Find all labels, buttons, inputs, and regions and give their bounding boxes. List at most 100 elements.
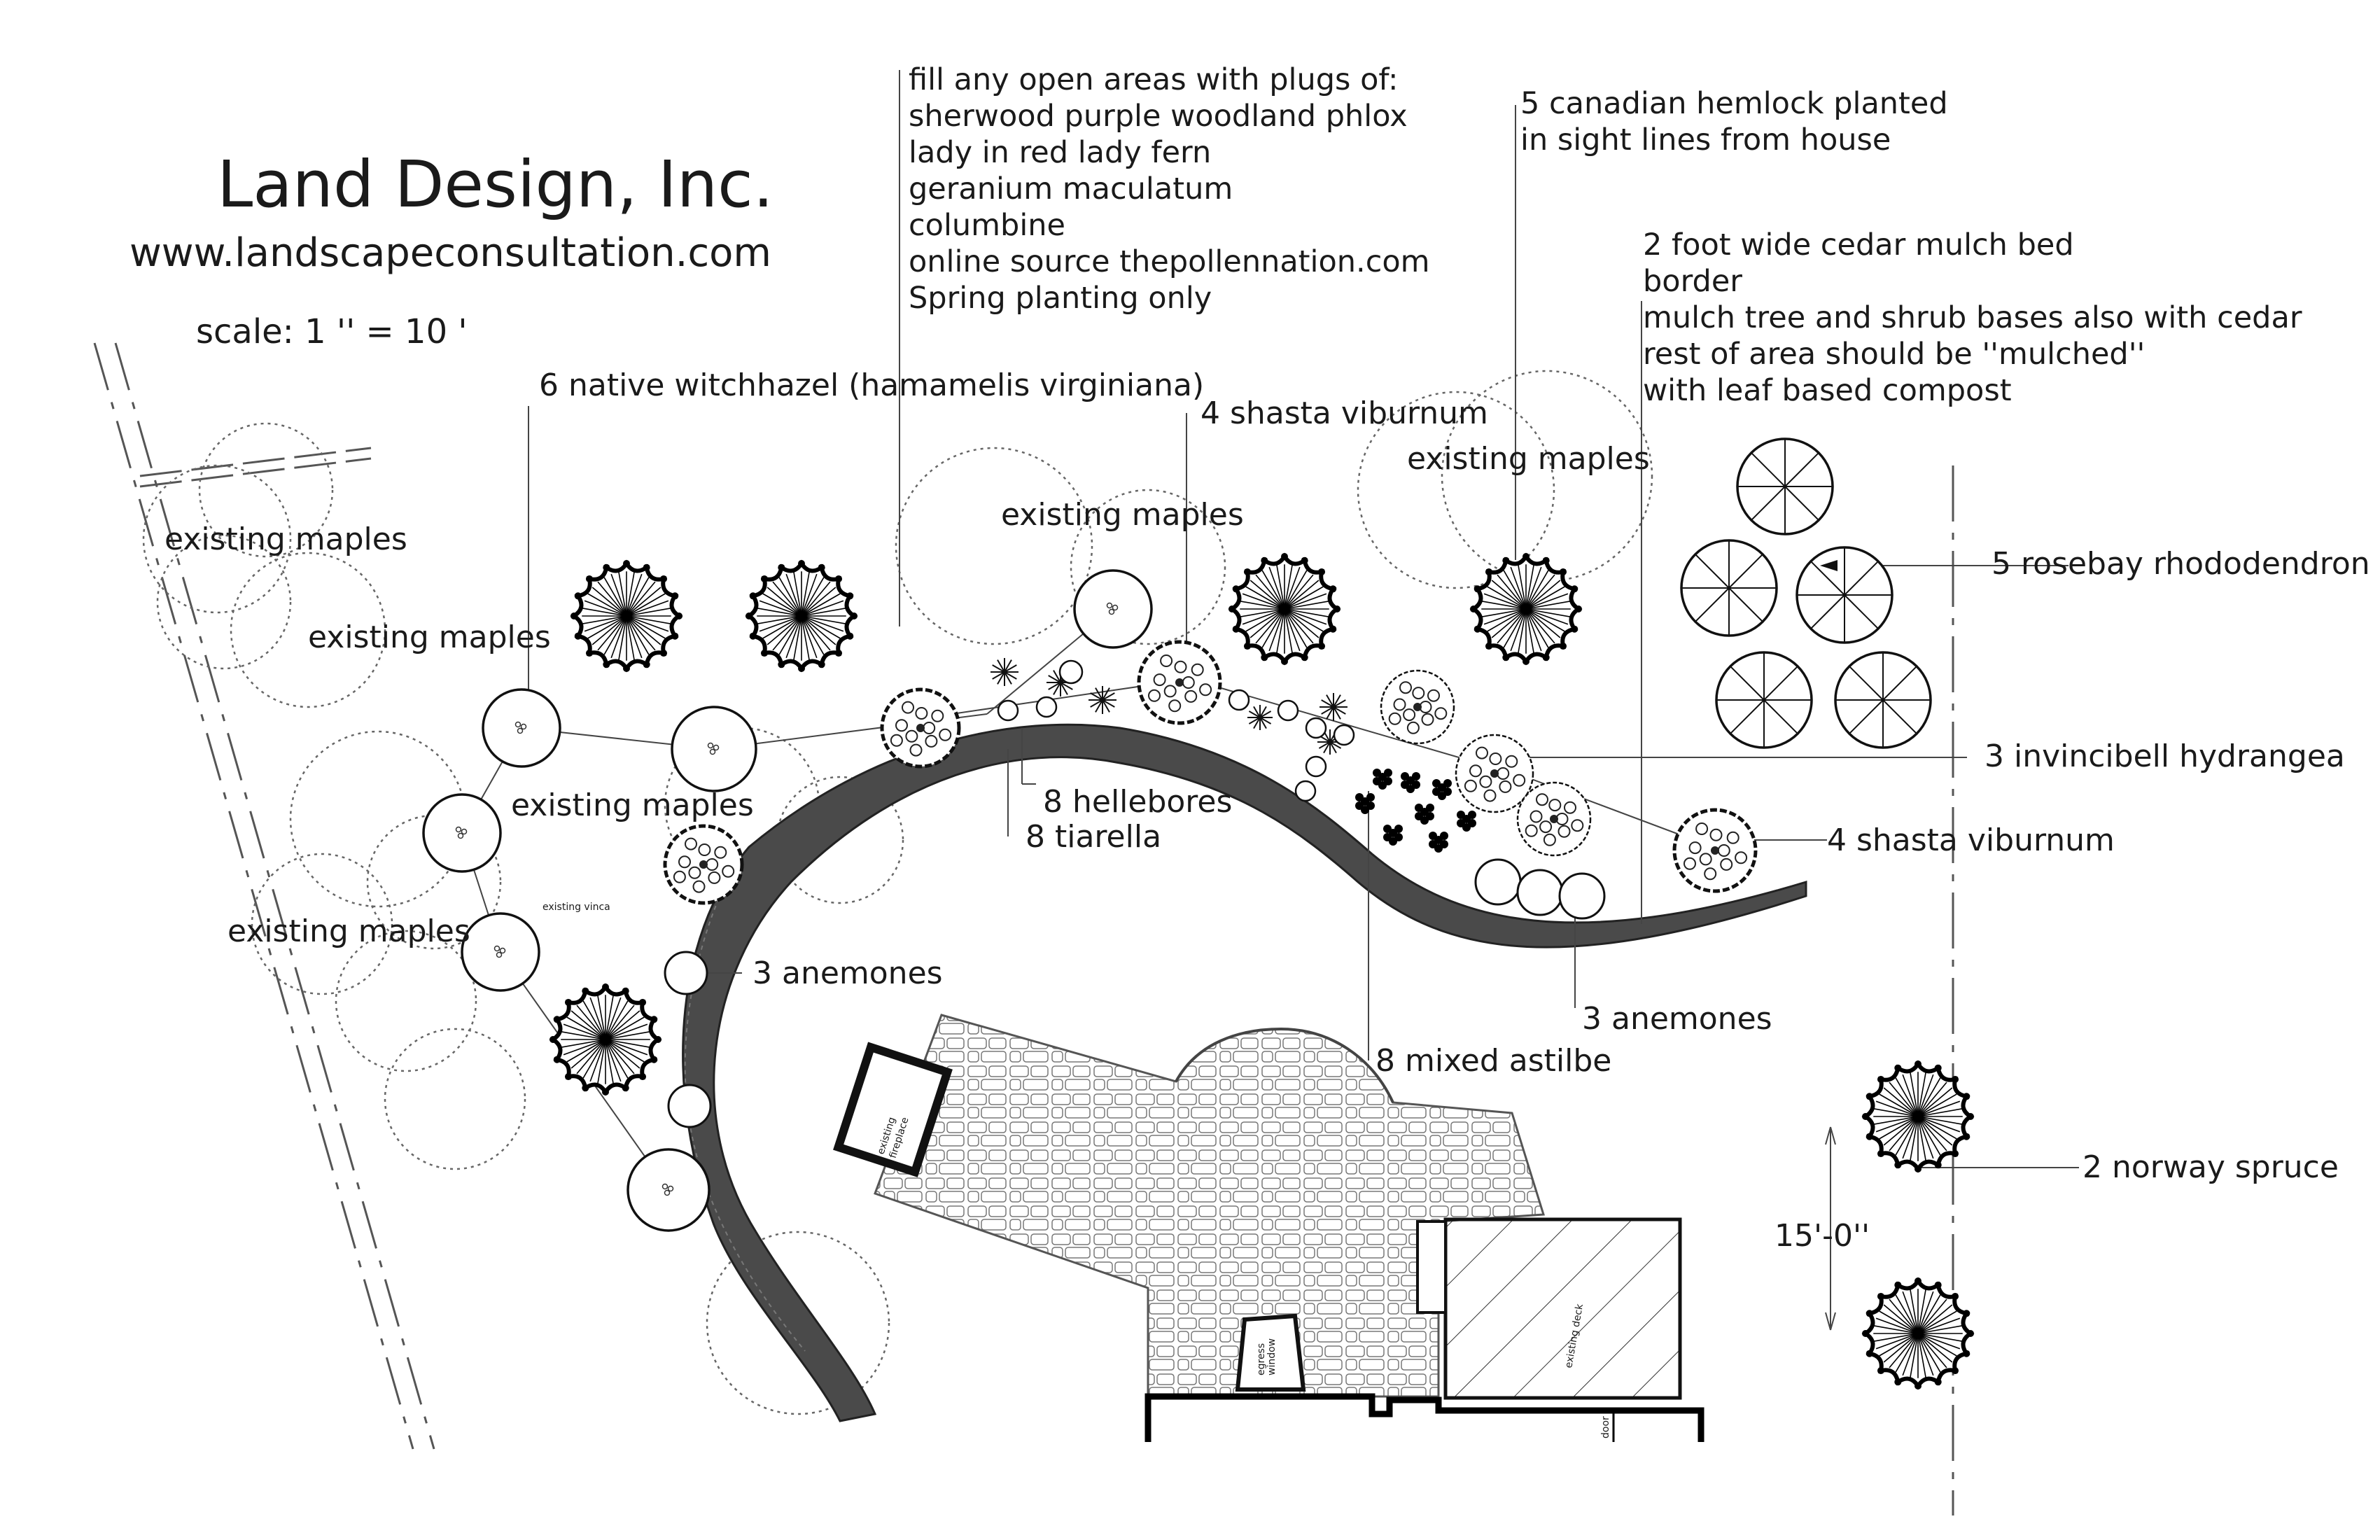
- hellebores-label: 8 hellebores: [1043, 784, 1232, 820]
- tiarella-plant: [1305, 717, 1327, 739]
- witchhazel-shrub: [671, 706, 757, 792]
- astilbe-plant: [1415, 804, 1434, 825]
- tiarella-label: 8 tiarella: [1026, 819, 1161, 855]
- existing-maples-label: existing maples: [1001, 497, 1244, 533]
- house-wall: [1144, 1393, 1704, 1442]
- maple-canopy: [251, 853, 393, 995]
- note-line: in sight lines from house: [1520, 122, 1891, 158]
- hellebore-plant: [990, 658, 1018, 686]
- maple-canopy: [142, 464, 292, 614]
- rosebay-rhododendrons: [1680, 438, 1932, 749]
- viburnum-hydrangea-shrubs: [663, 640, 1758, 905]
- dimension-label: 15'-0'': [1774, 1218, 1870, 1254]
- evergreen-tree: [1861, 1277, 1975, 1390]
- perennial-plantings: [664, 658, 1606, 1128]
- note-line: Spring planting only: [909, 281, 1212, 316]
- note-line: columbine: [909, 208, 1065, 243]
- hellebore-plant: [1320, 693, 1348, 721]
- bushy-shrub: [1455, 734, 1534, 813]
- tiarella-plant: [1035, 696, 1058, 718]
- witchhazel-shrub: [461, 912, 540, 992]
- astilbe-label: 8 mixed astilbe: [1376, 1043, 1611, 1079]
- anemone-plant: [664, 951, 708, 995]
- rhododendron-shrub: [1680, 539, 1778, 637]
- existing-maples-label: existing maples: [308, 620, 551, 655]
- existing-fireplace: [833, 1042, 953, 1177]
- evergreen-tree: [1861, 1060, 1975, 1173]
- property-line-left: [93, 342, 435, 1450]
- hellebore-plant: [1247, 705, 1273, 730]
- tiarella-plant: [997, 699, 1019, 722]
- mulch-bed-border: [682, 723, 1807, 1422]
- tiarella-plant: [1228, 689, 1250, 711]
- existing-maples-label: existing maples: [227, 913, 470, 949]
- maple-canopy: [198, 422, 334, 558]
- dimension-15ft: [1825, 1126, 1836, 1331]
- witchhazel-shrub: [482, 688, 561, 768]
- anemone-plant: [667, 1084, 712, 1128]
- note-line: 2 foot wide cedar mulch bed: [1643, 227, 2074, 262]
- rhododendron-shrub: [1795, 546, 1893, 644]
- evergreen-tree: [745, 559, 858, 673]
- existing-vinca-label: existing vinca: [542, 902, 610, 913]
- evergreen-tree: [570, 559, 683, 673]
- astilbe-plant: [1355, 793, 1375, 814]
- rhododendron-shrub: [1715, 651, 1813, 749]
- egress-window-label: egress window: [1256, 1338, 1278, 1376]
- anemone-plant: [1516, 869, 1564, 916]
- patio: [874, 1014, 1545, 1398]
- maple-canopy: [335, 930, 477, 1072]
- plugs-note: fill any open areas with plugs of: sherw…: [909, 62, 1430, 316]
- note-line: rest of area should be ''mulched'': [1643, 337, 2145, 372]
- anemones-left-label: 3 anemones: [752, 955, 943, 991]
- witchhazel-shrubs: [422, 569, 1153, 1232]
- property-line-top-left: [139, 447, 372, 488]
- tiarella-plant: [1058, 659, 1084, 685]
- scale-label: scale: 1 '' = 10 ': [196, 312, 468, 351]
- evergreen-trees: [549, 552, 1975, 1390]
- anemone-plant: [1558, 872, 1606, 920]
- bushy-shrub: [1672, 808, 1758, 893]
- evergreen-tree: [549, 983, 662, 1096]
- note-line: border: [1643, 264, 1742, 299]
- rhododendron-shrub: [1834, 651, 1932, 749]
- astilbe-plant: [1429, 832, 1448, 853]
- note-line: geranium maculatum: [909, 172, 1233, 206]
- mulch-bed-edge-line: [684, 860, 806, 1352]
- astilbe-plant: [1432, 779, 1452, 800]
- bushy-shrub: [1137, 640, 1222, 725]
- company-name: Land Design, Inc.: [217, 147, 774, 222]
- hellebore-plant: [1088, 686, 1116, 714]
- bushy-shrub: [1380, 669, 1455, 745]
- anemone-plant: [1474, 858, 1522, 906]
- callout-leaders: [528, 70, 2079, 1168]
- bushy-shrub: [663, 824, 744, 905]
- mulch-note: 2 foot wide cedar mulch bed border mulch…: [1643, 227, 2302, 408]
- note-line: 5 canadian hemlock planted: [1520, 86, 1948, 121]
- maple-canopy: [230, 552, 386, 708]
- rhododendron-shrub: [1736, 438, 1834, 536]
- astilbe-plant: [1401, 772, 1420, 793]
- maple-canopy: [156, 534, 292, 670]
- note-line: mulch tree and shrub bases also with ced…: [1643, 300, 2302, 335]
- shasta-viburnum-top-label: 4 shasta viburnum: [1200, 396, 1488, 431]
- astilbe-plant: [1457, 811, 1476, 832]
- astilbe-plant: [1383, 825, 1403, 846]
- anemones-right-label: 3 anemones: [1582, 1001, 1772, 1037]
- note-line: fill any open areas with plugs of:: [909, 62, 1398, 97]
- note-line: lady in red lady fern: [909, 135, 1211, 170]
- maple-canopy: [895, 447, 1093, 645]
- witchhazel-shrub: [422, 793, 502, 873]
- egress-window: [1235, 1313, 1306, 1392]
- tiarella-plant: [1333, 724, 1355, 746]
- hemlock-note: 5 canadian hemlock planted in sight line…: [1520, 86, 1948, 158]
- website: www.landscapeconsultation.com: [130, 230, 771, 276]
- witchhazel-shrub: [626, 1148, 710, 1232]
- witchhazel-label: 6 native witchhazel (hamamelis virginian…: [539, 368, 1204, 403]
- hydrangea-label: 3 invincibell hydrangea: [1984, 738, 2345, 774]
- rhododendron-label: 5 rosebay rhododendron: [1991, 546, 2370, 582]
- maple-canopy: [706, 1231, 890, 1415]
- bushy-shrub: [880, 687, 961, 769]
- maple-canopy: [1357, 391, 1555, 589]
